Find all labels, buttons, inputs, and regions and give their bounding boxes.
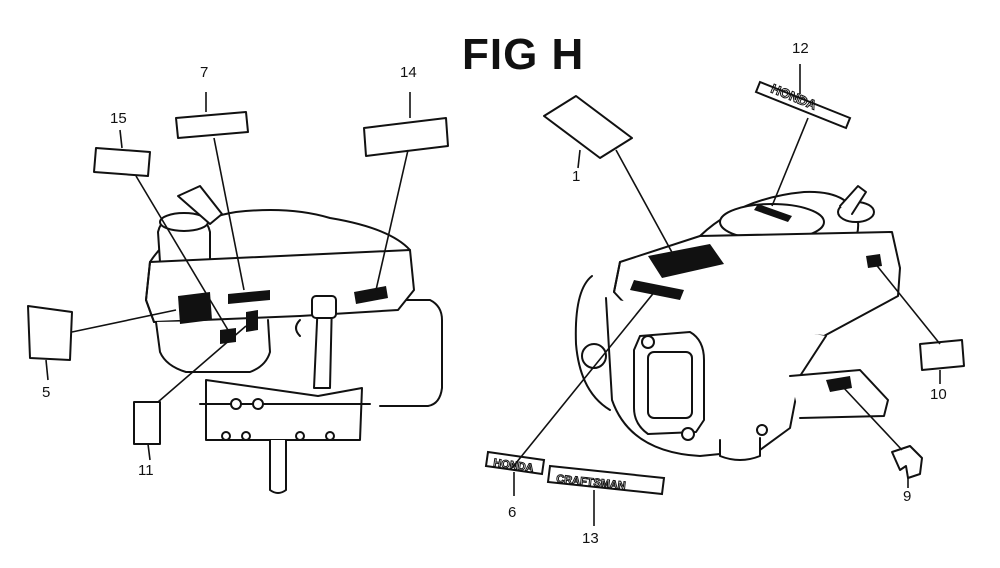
figure-title: FIG H: [462, 30, 585, 79]
left-engine: [145, 185, 443, 494]
callout-15: 15: [110, 110, 127, 127]
callout-11: 11: [138, 462, 154, 479]
callout-14: 14: [400, 64, 417, 81]
callout-6: 6: [508, 504, 517, 521]
right-engine: [574, 185, 901, 461]
decal-5: [27, 305, 73, 361]
decal-13: CRAFTSMAN: [546, 464, 666, 496]
decal-1: [543, 95, 633, 159]
callout-1: 1: [572, 168, 581, 185]
callout-9: 9: [903, 488, 912, 505]
decal-14: [363, 117, 449, 157]
applied-decals: [178, 204, 882, 392]
callout-10: 10: [930, 386, 947, 403]
leader-lines: [45, 64, 941, 526]
decal-15: [93, 147, 151, 177]
decal-11: [133, 401, 161, 445]
callout-12: 12: [792, 40, 809, 57]
decal-9: [891, 445, 923, 479]
decal-12: HONDA: [754, 80, 852, 130]
callout-13: 13: [582, 530, 599, 547]
callout-5: 5: [42, 384, 51, 401]
decal-7: [175, 111, 249, 139]
decal-10: [919, 339, 965, 371]
callout-7: 7: [200, 64, 209, 81]
